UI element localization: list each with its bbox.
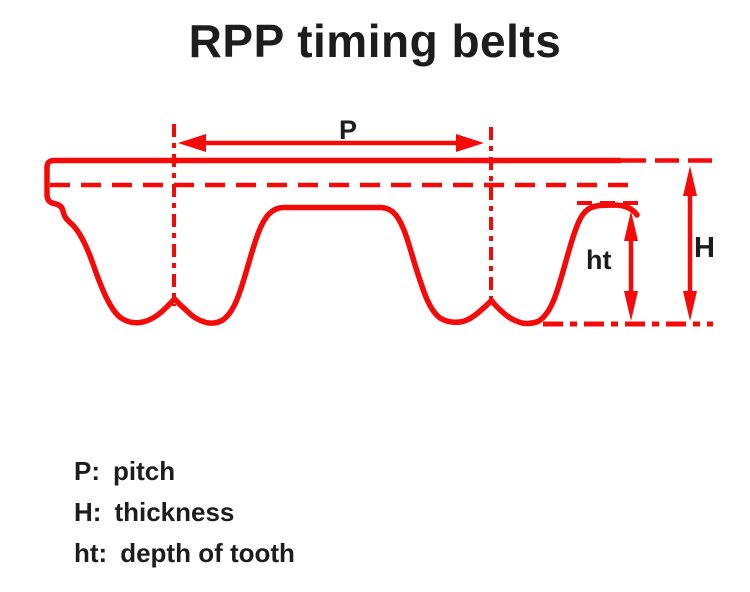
tooth-depth-dim-label: ht xyxy=(586,245,611,275)
legend-desc: depth of tooth xyxy=(120,538,295,568)
legend: P: pitch H: thickness ht: depth of tooth xyxy=(74,451,295,574)
legend-desc: pitch xyxy=(113,456,176,486)
legend-key: H: xyxy=(74,497,102,527)
tooth-depth-arrowhead-bottom xyxy=(624,291,638,321)
legend-desc: thickness xyxy=(114,497,235,527)
tooth-depth-arrowhead-top xyxy=(624,211,638,241)
pitch-arrowhead-left xyxy=(178,134,206,152)
legend-key: P: xyxy=(74,456,100,486)
thickness-arrowhead-bottom xyxy=(683,291,697,321)
belt-profile-outline xyxy=(44,157,640,327)
legend-item-tooth-depth: ht: depth of tooth xyxy=(74,533,295,574)
legend-item-pitch: P: pitch xyxy=(74,451,295,492)
legend-key: ht: xyxy=(74,538,108,568)
thickness-arrowhead-top xyxy=(683,166,697,196)
thickness-dim-label: H xyxy=(694,232,715,264)
pitch-arrowhead-right xyxy=(456,134,484,152)
page-title: RPP timing belts xyxy=(188,15,562,67)
pitch-dim-label: P xyxy=(339,115,357,145)
legend-item-thickness: H: thickness xyxy=(74,492,295,533)
